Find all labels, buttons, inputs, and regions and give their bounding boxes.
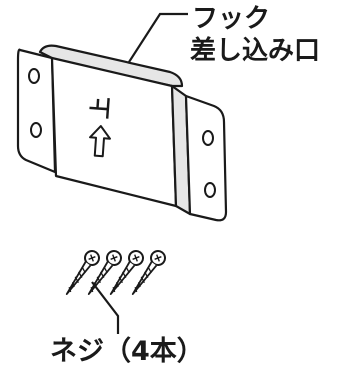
hook-slot-lip xyxy=(38,44,184,88)
hook-label-line2: 差し込み口 xyxy=(190,36,321,66)
right-upper-hole xyxy=(202,130,214,146)
screw xyxy=(65,250,100,295)
right-lower-hole xyxy=(204,182,216,198)
left-flange xyxy=(16,48,57,174)
hook-label-line1: フック xyxy=(192,4,271,34)
left-lower-hole xyxy=(30,122,42,138)
right-flange xyxy=(184,94,228,222)
screw-leader-line xyxy=(91,281,120,334)
screw xyxy=(131,250,166,295)
hook-leader-line xyxy=(119,12,188,77)
left-upper-hole xyxy=(28,68,40,84)
arrow-up-icon xyxy=(89,125,111,158)
bracket-up-mark: 上 xyxy=(88,96,114,120)
screw xyxy=(109,250,144,295)
screws-label: ネジ（4本） xyxy=(50,336,204,367)
